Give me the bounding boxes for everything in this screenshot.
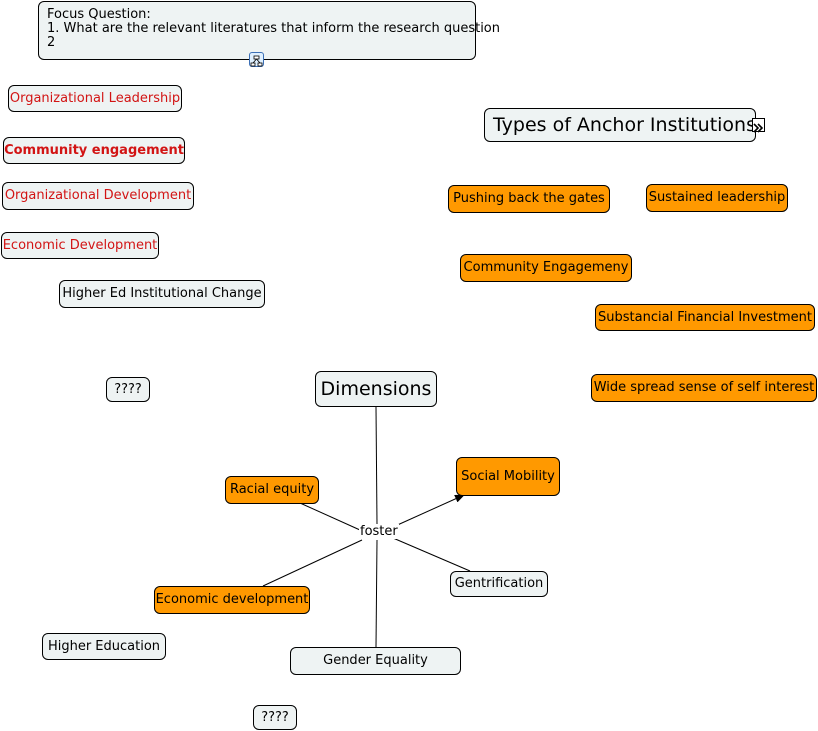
link-gentrification-foster xyxy=(392,537,471,572)
concept-wide-spread-sense-of-self-interest[interactable]: Wide spread sense of self interest xyxy=(591,374,817,402)
link-economic-development-foster xyxy=(262,539,363,587)
concept-social-mobility[interactable]: Social Mobility xyxy=(456,457,560,496)
concept-gender-equality[interactable]: Gender Equality xyxy=(290,647,461,675)
concept-higher-education[interactable]: Higher Education xyxy=(42,633,166,660)
focus-question-line-2: 2 xyxy=(47,35,56,50)
concept-gentrification[interactable]: Gentrification xyxy=(450,571,548,597)
focus-question-heading: Focus Question: xyxy=(47,7,151,22)
focus-question-box[interactable]: Focus Question: 1. What are the relevant… xyxy=(38,1,501,60)
concept-substancial-financial-investment[interactable]: Substancial Financial Investment xyxy=(595,304,815,331)
link-foster-social-mobility xyxy=(392,494,465,528)
concept-unknown-1[interactable]: ???? xyxy=(106,377,150,402)
concept-economic-development-red[interactable]: Economic Development xyxy=(1,232,159,259)
expand-icon[interactable] xyxy=(752,118,765,133)
concept-dimensions[interactable]: Dimensions xyxy=(315,371,437,407)
concept-economic-development[interactable]: Economic development xyxy=(154,586,310,614)
link-gender-equality-foster xyxy=(375,539,378,648)
link-racial-equity-foster xyxy=(299,502,361,531)
concept-unknown-2[interactable]: ???? xyxy=(253,705,297,730)
expand-icon-glyph xyxy=(753,123,764,133)
concept-organizational-leadership[interactable]: Organizational Leadership xyxy=(8,85,182,112)
focus-question-line-1: 1. What are the relevant literatures tha… xyxy=(47,21,501,36)
concept-higher-ed-institutional-change[interactable]: Higher Ed Institutional Change xyxy=(59,280,265,308)
concept-types-of-anchor-institutions[interactable]: Types of Anchor Institutions xyxy=(484,108,756,142)
concept-racial-equity[interactable]: Racial equity xyxy=(225,476,319,504)
concept-sustained-leadership[interactable]: Sustained leadership xyxy=(646,184,788,212)
link-dimensions-foster xyxy=(375,406,378,525)
concept-pushing-back-the-gates[interactable]: Pushing back the gates xyxy=(448,185,610,213)
concept-organizational-development[interactable]: Organizational Development xyxy=(2,182,194,210)
submap-icon[interactable] xyxy=(249,52,264,67)
concept-community-engagement[interactable]: Community engagement xyxy=(3,137,185,164)
concept-community-engagemeny[interactable]: Community Engagemeny xyxy=(460,254,632,282)
link-label-foster: foster xyxy=(359,524,399,539)
submap-icon-glyph xyxy=(250,55,263,67)
